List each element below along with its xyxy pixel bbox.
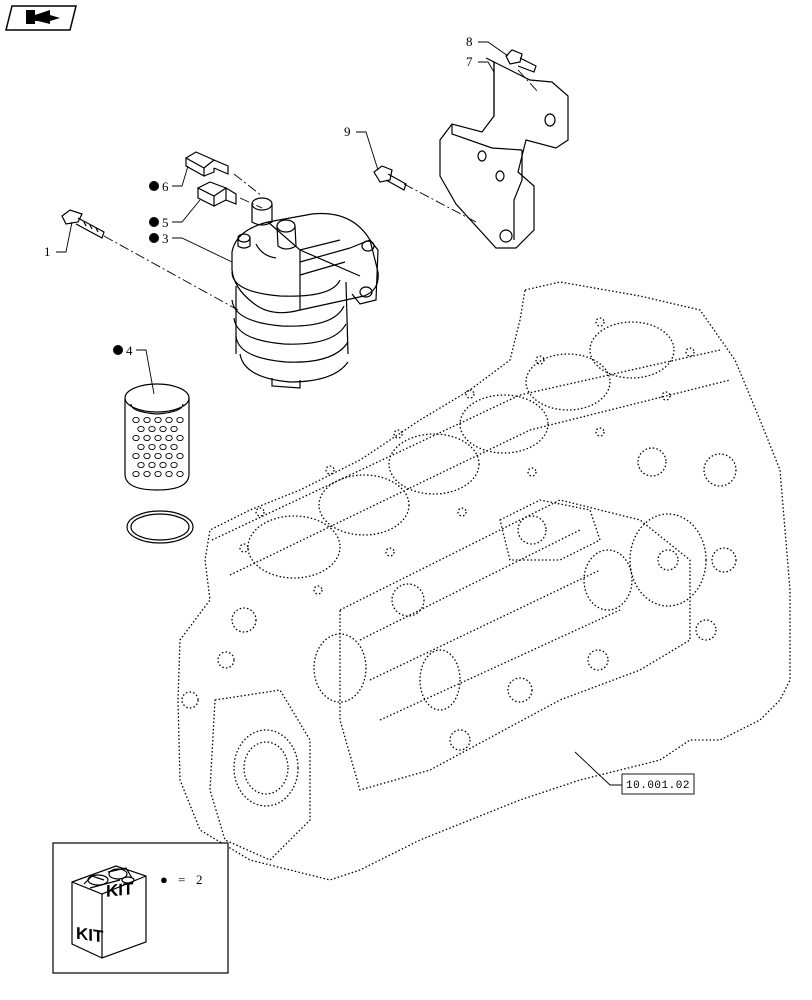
filter-perforation	[143, 452, 151, 460]
filter-perforation	[176, 434, 184, 442]
kit-marker-3	[149, 233, 159, 243]
filter-perforations	[132, 416, 184, 478]
callout-1: 1	[44, 244, 51, 259]
filter-perforation	[143, 470, 151, 478]
reference-label: 10.001.02	[626, 780, 690, 792]
filter-perforation	[170, 443, 178, 451]
filter-perforation	[154, 452, 162, 460]
filter-perforation	[132, 434, 140, 442]
kit-text-left: KIT	[76, 924, 104, 947]
filter-perforation	[154, 470, 162, 478]
filter-perforation	[132, 416, 140, 424]
filter-perforation	[176, 452, 184, 460]
filter-perforation	[132, 452, 140, 460]
filter-perforation	[137, 461, 145, 469]
cylinder-bore-4	[388, 433, 480, 495]
fitting-item-5	[196, 181, 237, 207]
cylinder-bore-3	[459, 394, 549, 454]
bolt-item-9	[373, 165, 407, 191]
cylinder-bore-2	[525, 353, 611, 411]
filter-perforation	[137, 425, 145, 433]
filter-perforation	[165, 452, 173, 460]
reference-label-box[interactable]: 10.001.02	[621, 773, 695, 795]
next-page-button[interactable]	[5, 5, 77, 31]
callout-5: 5	[162, 215, 169, 230]
screw-item-8	[505, 49, 537, 73]
cylinder-bore-1	[589, 321, 675, 379]
kit-marker-5	[149, 217, 159, 227]
filter-perforation	[132, 470, 140, 478]
bolt-item-1	[61, 209, 105, 239]
sensor-item-6	[184, 151, 229, 178]
filter-element-item-4	[124, 383, 190, 491]
kit-text-right: KIT	[106, 879, 134, 901]
o-ring	[126, 510, 194, 544]
kit-marker-6	[149, 181, 159, 191]
filter-perforation	[159, 443, 167, 451]
engine-block	[177, 281, 791, 881]
filter-perforation	[143, 416, 151, 424]
kit-legend-equals: =	[178, 872, 185, 887]
filter-perforation	[154, 416, 162, 424]
filter-housing	[231, 197, 379, 389]
bracket-item-7	[439, 57, 569, 249]
filter-perforation	[170, 461, 178, 469]
filter-perforation	[165, 416, 173, 424]
callout-9: 9	[344, 124, 351, 139]
callout-3: 3	[162, 231, 169, 246]
filter-perforation	[143, 434, 151, 442]
filter-perforation	[148, 425, 156, 433]
filter-perforation	[159, 461, 167, 469]
kit-box-icon: KIT KIT	[71, 865, 147, 959]
filter-perforation	[165, 434, 173, 442]
callout-8: 8	[466, 34, 473, 49]
kit-legend: KIT KIT ● = 2	[52, 842, 229, 974]
callout-4: 4	[126, 343, 133, 358]
filter-perforation	[148, 461, 156, 469]
kit-legend-item: 2	[196, 872, 203, 887]
filter-perforation	[165, 470, 173, 478]
kit-legend-symbol: ●	[160, 872, 168, 887]
filter-perforation	[176, 416, 184, 424]
cylinder-bore-5	[318, 474, 410, 536]
filter-perforation	[154, 434, 162, 442]
cylinder-bore-6	[247, 515, 341, 579]
callout-6: 6	[162, 179, 169, 194]
filter-perforation	[176, 470, 184, 478]
callout-7: 7	[466, 54, 473, 69]
filter-perforation	[148, 443, 156, 451]
kit-marker-4	[113, 345, 123, 355]
filter-perforation	[159, 425, 167, 433]
filter-perforation	[170, 425, 178, 433]
filter-perforation	[137, 443, 145, 451]
next-page-arrow-icon	[26, 10, 60, 24]
